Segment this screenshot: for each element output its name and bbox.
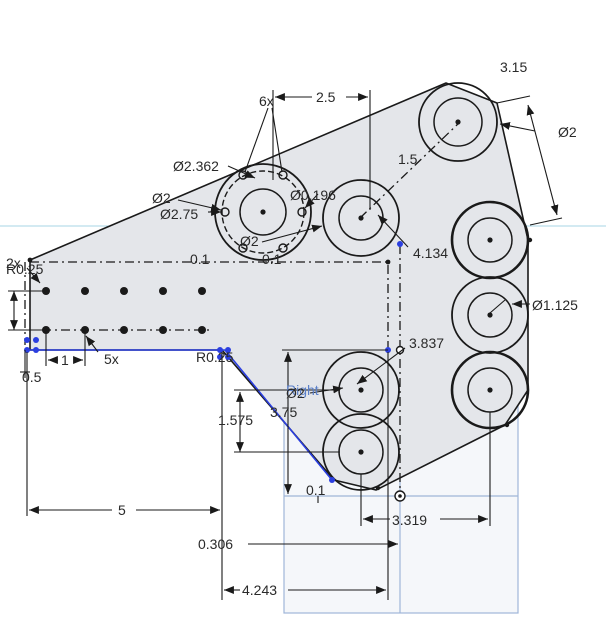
blue-constraint-lines [25,349,333,481]
dim-phi2-mid[interactable]: Ø2 [240,233,259,249]
dim-5x[interactable]: 5x [104,351,119,367]
dimension-labels[interactable]: 3.15 2.5 6x Ø2 1.5 Ø2.362 Ø0.196 Ø2 Ø2.7… [6,59,578,598]
dim-6x[interactable]: 6x [259,93,274,109]
top-right-hole[interactable] [418,82,498,162]
blue-points [24,241,403,483]
dim-0-1-b[interactable]: 0.1 [262,251,282,267]
dim-3-15[interactable]: 3.15 [500,59,527,75]
dim-r0-25-mid[interactable]: R0.25 [196,349,234,365]
dim-0-1-a[interactable]: 0.1 [190,251,210,267]
bolt-holes[interactable] [220,170,307,253]
dim-2-5[interactable]: 2.5 [316,89,336,105]
dim-phi2-low[interactable]: Ø2 [286,385,305,401]
dim-phi2-top[interactable]: Ø2 [558,124,577,140]
dim-phi2-75[interactable]: Ø2.75 [160,206,198,222]
dim-3-319[interactable]: 3.319 [392,512,427,528]
dim-phi1-125[interactable]: Ø1.125 [532,297,578,313]
dot-grid [42,287,206,334]
dim-4-243[interactable]: 4.243 [242,582,277,598]
sketch-profile[interactable] [29,82,529,491]
dim-0-5[interactable]: 0.5 [22,369,42,385]
dim-phi0-196[interactable]: Ø0.196 [290,187,336,203]
plane-label-right[interactable]: Right [286,382,319,398]
dim-2x[interactable]: 2x [6,255,21,271]
dim-1[interactable]: 1 [61,352,69,368]
dim-1-5[interactable]: 1.5 [398,151,418,167]
dimension-lines [8,90,563,600]
dim-3-837[interactable]: 3.837 [409,335,444,351]
dim-3-75[interactable]: 3.75 [270,404,297,420]
dim-0-1-c[interactable]: 0.1 [306,482,326,498]
dim-1-575[interactable]: 1.575 [218,412,253,428]
dim-5[interactable]: 5 [118,502,126,518]
dim-r0-25-left[interactable]: R0.25 [6,261,44,277]
dim-0-306[interactable]: 0.306 [198,536,233,552]
dim-phi2-362[interactable]: Ø2.362 [173,158,219,174]
dim-phi2-left[interactable]: Ø2 [152,190,171,206]
center-points [27,119,533,491]
dim-4-134[interactable]: 4.134 [413,245,448,261]
